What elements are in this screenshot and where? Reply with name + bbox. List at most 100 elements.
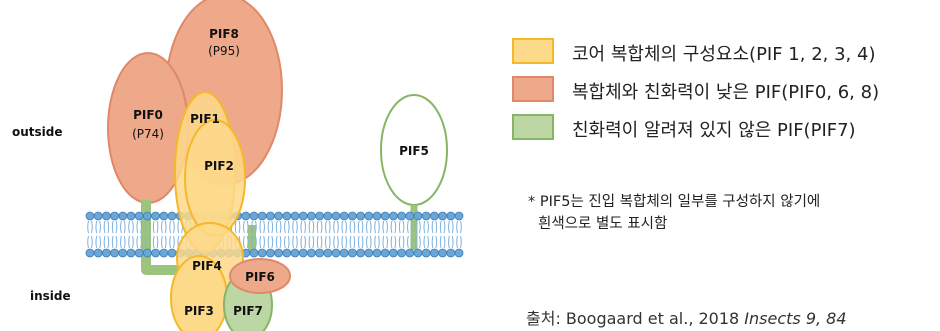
- lipid-tail: [107, 235, 110, 249]
- lipid-head: [134, 211, 144, 221]
- lipid-head: [356, 248, 366, 258]
- lipid-tail: [115, 235, 118, 249]
- lipid-tail: [99, 220, 101, 234]
- lipid-tail: [435, 220, 438, 234]
- pif6-shape: [229, 258, 291, 294]
- lipid-tail: [259, 235, 262, 249]
- pif0-sublabel: (P74): [132, 127, 164, 141]
- lipid-tail: [353, 220, 356, 234]
- lipid-head: [388, 211, 398, 221]
- lipid-tail: [443, 220, 446, 234]
- lipid-head: [446, 211, 456, 221]
- lipid-tail: [243, 220, 245, 234]
- lipid-head: [364, 248, 374, 258]
- lipid-head: [421, 248, 431, 258]
- lipid-tail: [304, 220, 306, 234]
- lipid-head: [405, 248, 415, 258]
- lipid-tail: [423, 235, 426, 249]
- lipid-tail: [402, 220, 405, 234]
- lipid-tail: [435, 235, 438, 249]
- lipid-head: [265, 211, 275, 221]
- lipid-head: [339, 248, 349, 258]
- lipid-head: [306, 211, 316, 221]
- lipid-tail: [382, 220, 385, 234]
- lipid-head: [364, 211, 374, 221]
- lipid-tail: [91, 235, 93, 249]
- legend-swatch-low-affinity: [512, 76, 554, 102]
- lipid-tail: [345, 235, 347, 249]
- lipid-tail: [456, 220, 458, 234]
- lipid-head: [397, 211, 407, 221]
- source-journal: Insects 9, 84: [744, 309, 847, 328]
- lipid-tail: [443, 235, 446, 249]
- lipid-tail: [398, 235, 401, 249]
- lipid-head: [93, 211, 103, 221]
- lipid-head: [413, 248, 423, 258]
- lipid-tail: [287, 220, 290, 234]
- lipid-tail: [132, 235, 134, 249]
- lipid-tail: [271, 235, 274, 249]
- lipid-tail: [267, 235, 270, 249]
- pif5-label: PIF5: [399, 144, 429, 158]
- note-line-2: 흰색으로 별도 표시함: [538, 216, 668, 232]
- lipid-tail: [169, 235, 171, 249]
- lipid-head: [167, 211, 177, 221]
- pif6-label: PIF6: [245, 270, 275, 284]
- lipid-tail: [87, 220, 89, 234]
- lipid-tail: [120, 235, 122, 249]
- lipid-tail: [431, 220, 434, 234]
- lipid-tail: [427, 235, 429, 249]
- lipid-tail: [246, 220, 249, 234]
- lipid-head: [151, 248, 161, 258]
- lipid-head: [102, 211, 111, 221]
- lipid-tail: [275, 220, 278, 234]
- lipid-tail: [448, 220, 450, 234]
- lipid-tail: [136, 235, 139, 249]
- lipid-tail: [427, 220, 429, 234]
- pif8-label: PIF8: [209, 27, 239, 41]
- lipid-tail: [369, 220, 372, 234]
- lipid-tail: [279, 220, 282, 234]
- lipid-head: [298, 248, 308, 258]
- lipid-tail: [333, 235, 335, 249]
- pif4-label: PIF4: [192, 259, 222, 273]
- lipid-tail: [144, 220, 147, 234]
- pif1-label: PIF1: [190, 112, 220, 126]
- lipid-head: [454, 211, 464, 221]
- lipid-tail: [156, 235, 159, 249]
- lipid-tail: [308, 235, 311, 249]
- lipid-head: [85, 248, 95, 258]
- lipid-tail: [95, 220, 98, 234]
- lipid-tail: [255, 220, 257, 234]
- lipid-tail: [107, 220, 110, 234]
- lipid-tail: [402, 235, 405, 249]
- lipid-tail: [325, 235, 327, 249]
- lipid-head: [257, 211, 267, 221]
- pif7-label: PIF7: [233, 304, 263, 318]
- lipid-tail: [407, 220, 409, 234]
- lipid-head: [397, 248, 407, 258]
- lipid-tail: [394, 235, 397, 249]
- lipid-tail: [361, 235, 364, 249]
- lipid-head: [167, 248, 177, 258]
- lipid-tail: [337, 235, 339, 249]
- pif-complex-diagram: PIF8 (P95) PIF0 (P74) PIF1 PIF2 PIF5 PIF…: [85, 0, 464, 331]
- lipid-tail: [148, 220, 151, 234]
- lipid-tail: [95, 235, 98, 249]
- lipid-tail: [460, 220, 462, 234]
- lipid-head: [339, 211, 349, 221]
- pif8-sublabel: (P95): [208, 44, 240, 58]
- lipid-tail: [325, 220, 327, 234]
- lipid-tail: [128, 235, 130, 249]
- lipid-head: [249, 211, 259, 221]
- lipid-tail: [415, 220, 417, 234]
- lipid-tail: [320, 235, 323, 249]
- lipid-head: [413, 211, 423, 221]
- lipid-head: [446, 248, 456, 258]
- lipid-tail: [312, 235, 315, 249]
- lipid-tail: [415, 235, 417, 249]
- lipid-tail: [255, 235, 257, 249]
- lipid-tail: [378, 220, 380, 234]
- lipid-tail: [390, 235, 393, 249]
- lipid-tail: [152, 220, 155, 234]
